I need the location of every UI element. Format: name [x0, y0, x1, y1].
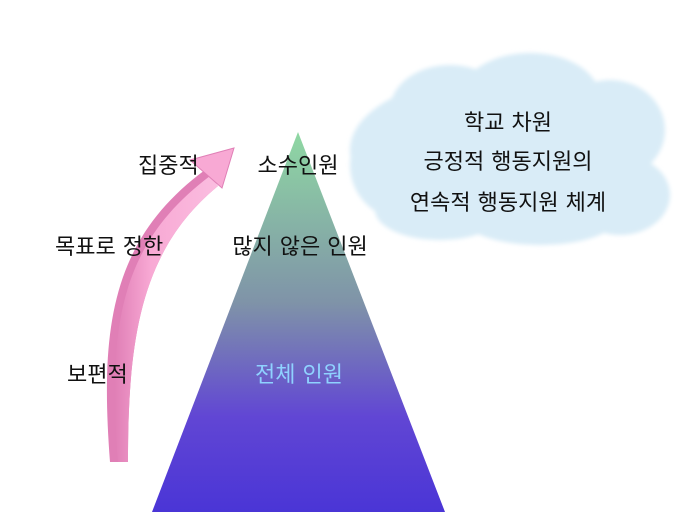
tier-label-bottom: 전체 인원 [255, 363, 343, 388]
arrow-label-universal: 보편적 [67, 363, 128, 388]
cloud-line-3: 연속적 행동지원 체계 [409, 191, 607, 216]
cloud-shape [350, 53, 670, 245]
cloud-line-2: 긍정적 행동지원의 [423, 150, 593, 175]
arrow-label-intensive: 집중적 [138, 154, 199, 179]
tier-label-middle: 많지 않은 인원 [232, 235, 368, 260]
arrow-label-targeted: 목표로 정한 [55, 235, 164, 260]
tier-label-top: 소수인원 [257, 154, 339, 179]
curved-arrow [106, 147, 235, 462]
cloud-line-1: 학교 차원 [464, 111, 552, 136]
pyramid-triangle [152, 132, 445, 512]
